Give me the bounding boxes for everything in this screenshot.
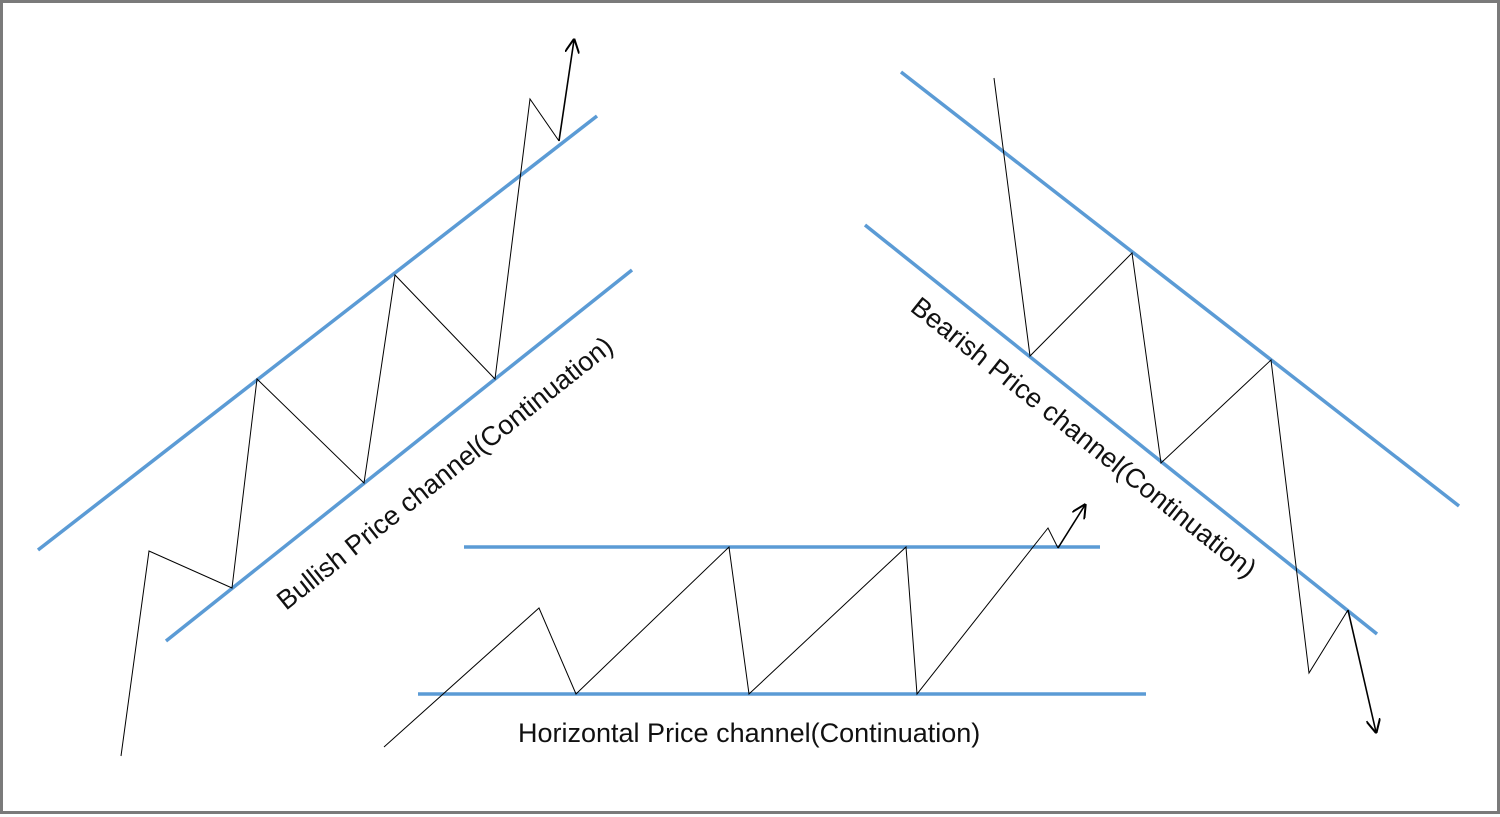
- horizontal-channel: Horizontal Price channel(Continuation): [383, 505, 1146, 748]
- bearish-upper-line: [899, 70, 1461, 508]
- bullish-upper-line: [36, 114, 599, 552]
- bearish-price-path: [993, 77, 1349, 675]
- bullish-breakout-arrow: [558, 40, 574, 142]
- bullish-lower-line: [164, 268, 634, 643]
- bearish-channel: Bearish Price channel(Continuation): [863, 70, 1461, 732]
- bullish-price-path: [120, 97, 560, 757]
- horizontal-channel-label: Horizontal Price channel(Continuation): [518, 718, 980, 748]
- bullish-channel-label: Bullish Price channel(Continuation): [271, 331, 619, 616]
- horizontal-price-path: [383, 527, 1059, 748]
- bearish-lower-line: [863, 223, 1379, 636]
- bearish-breakout-arrow: [1347, 609, 1376, 732]
- bullish-channel: Bullish Price channel(Continuation): [36, 40, 634, 757]
- horizontal-breakout-arrow: [1057, 505, 1085, 549]
- price-channels-diagram: Bullish Price channel(Continuation) Bear…: [36, 3, 1461, 757]
- bearish-channel-label: Bearish Price channel(Continuation): [905, 291, 1262, 584]
